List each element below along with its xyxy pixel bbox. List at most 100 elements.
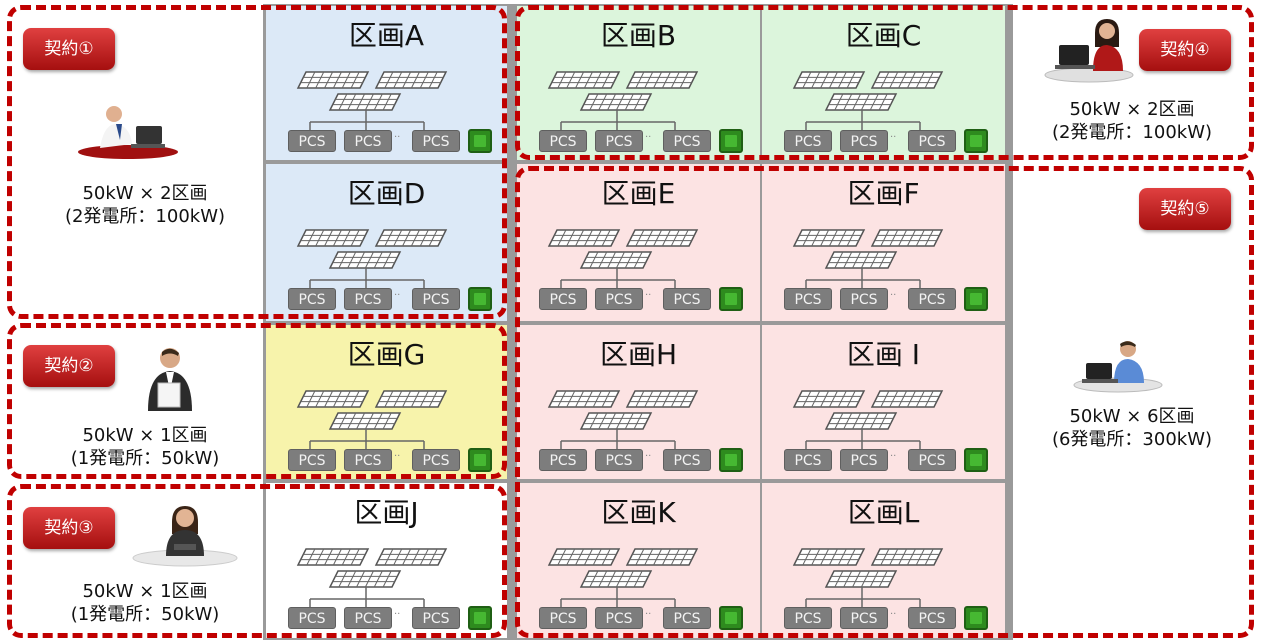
contract-5-capacity-line2: (6発電所：300kW) — [1051, 429, 1213, 450]
contract-1-boundary — [7, 5, 507, 319]
man-at-desk-icon — [1072, 335, 1164, 393]
pcs-box: PCS — [840, 130, 888, 152]
section-title: 区画E — [601, 177, 676, 210]
pcs-box: PCS — [344, 449, 392, 471]
man-at-laptop-icon — [76, 100, 181, 160]
section-title: 区画C — [845, 19, 922, 52]
pcs-box: PCS — [784, 449, 832, 471]
pcs-box: PCS — [908, 449, 956, 471]
power-meter-icon — [468, 448, 492, 472]
contract-5-boundary — [515, 166, 1254, 638]
woman-with-tablet-icon — [130, 500, 240, 568]
pcs-ellipsis-icon: ·· — [890, 290, 897, 301]
solar-panel-array-icon — [296, 229, 448, 288]
pcs-box: PCS — [344, 130, 392, 152]
solar-panel-array-icon — [792, 229, 944, 288]
contract-3-boundary — [7, 484, 507, 638]
man-reading-document-icon — [142, 345, 198, 413]
power-meter-icon — [468, 129, 492, 153]
pcs-box: PCS — [595, 449, 643, 471]
contract-1-capacity-line1: 50kW × 2区画 — [82, 183, 208, 204]
pcs-box: PCS — [288, 130, 336, 152]
pcs-ellipsis-icon: ·· — [645, 451, 652, 462]
contract-5-badge: 契約⑤ — [1139, 188, 1231, 230]
pcs-box: PCS — [412, 607, 460, 629]
contract-5-capacity: 50kW × 6区画 (6発電所：300kW) — [1022, 405, 1242, 451]
pcs-box: PCS — [595, 130, 643, 152]
section-title: 区画G — [347, 338, 426, 371]
section-title: 区画L — [847, 496, 920, 529]
pcs-box: PCS — [908, 130, 956, 152]
contract-1-capacity-line2: (2発電所：100kW) — [64, 206, 226, 227]
contract-1-capacity: 50kW × 2区画 (2発電所：100kW) — [30, 182, 260, 228]
pcs-box: PCS — [908, 607, 956, 629]
solar-panel-array-icon — [296, 71, 448, 130]
section-title: 区画H — [599, 338, 678, 371]
pcs-ellipsis-icon: ·· — [394, 132, 401, 143]
pcs-box: PCS — [840, 449, 888, 471]
section-title: 区画B — [600, 19, 677, 52]
section-title: 区画D — [347, 177, 426, 210]
pcs-ellipsis-icon: ·· — [890, 609, 897, 620]
contract-1-badge: 契約① — [23, 28, 115, 70]
power-meter-icon — [719, 606, 743, 630]
power-meter-icon — [964, 606, 988, 630]
pcs-box: PCS — [412, 130, 460, 152]
pcs-ellipsis-icon: ·· — [394, 451, 401, 462]
pcs-box: PCS — [663, 288, 711, 310]
pcs-box: PCS — [288, 607, 336, 629]
pcs-box: PCS — [840, 607, 888, 629]
solar-panel-array-icon — [547, 71, 699, 130]
contract-4-badge: 契約④ — [1139, 29, 1231, 71]
pcs-box: PCS — [663, 607, 711, 629]
solar-panel-array-icon — [547, 390, 699, 449]
contract-4-capacity-line2: (2発電所：100kW) — [1051, 122, 1213, 143]
pcs-box: PCS — [784, 288, 832, 310]
solar-panel-array-icon — [792, 548, 944, 607]
pcs-box: PCS — [840, 288, 888, 310]
pcs-box: PCS — [412, 449, 460, 471]
contract-3-capacity: 50kW × 1区画 (1発電所：50kW) — [30, 580, 260, 626]
pcs-ellipsis-icon: ·· — [645, 132, 652, 143]
pcs-box: PCS — [344, 607, 392, 629]
contract-4-capacity-line1: 50kW × 2区画 — [1069, 99, 1195, 120]
contract-2-capacity-line2: (1発電所：50kW) — [70, 448, 220, 469]
pcs-box: PCS — [344, 288, 392, 310]
pcs-box: PCS — [663, 130, 711, 152]
pcs-ellipsis-icon: ·· — [394, 609, 401, 620]
contract-4-boundary — [515, 5, 1254, 160]
power-meter-icon — [468, 287, 492, 311]
contract-3-badge: 契約③ — [23, 507, 115, 549]
power-meter-icon — [964, 287, 988, 311]
pcs-ellipsis-icon: ·· — [890, 132, 897, 143]
pcs-box: PCS — [288, 449, 336, 471]
solar-panel-array-icon — [296, 548, 448, 607]
woman-at-laptop-icon — [1043, 15, 1135, 83]
contract-2-capacity: 50kW × 1区画 (1発電所：50kW) — [30, 424, 260, 470]
pcs-box: PCS — [539, 449, 587, 471]
section-title: 区画F — [847, 177, 920, 210]
power-meter-icon — [719, 448, 743, 472]
solar-panel-array-icon — [547, 229, 699, 288]
pcs-box: PCS — [288, 288, 336, 310]
section-title: 区画J — [354, 496, 419, 529]
contract-5-capacity-line1: 50kW × 6区画 — [1069, 406, 1195, 427]
contract-2-badge: 契約② — [23, 345, 115, 387]
power-meter-icon — [719, 129, 743, 153]
power-meter-icon — [468, 606, 492, 630]
section-title: 区画K — [601, 496, 676, 529]
pcs-box: PCS — [784, 130, 832, 152]
contract-2-capacity-line1: 50kW × 1区画 — [82, 425, 208, 446]
pcs-box: PCS — [908, 288, 956, 310]
power-meter-icon — [964, 129, 988, 153]
